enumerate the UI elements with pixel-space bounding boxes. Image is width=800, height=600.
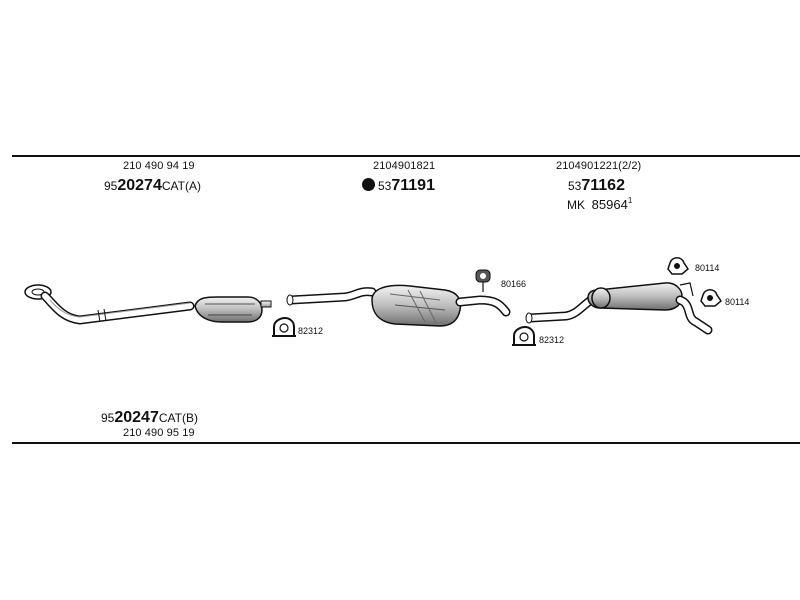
- rubber-hanger-icon: [667, 257, 689, 275]
- part-main: 71162: [581, 177, 625, 194]
- clamp-right-label: 82312: [539, 335, 565, 345]
- catalytic-converter-icon: [194, 296, 272, 323]
- middle-silencer-part-number: 5371191: [362, 178, 435, 194]
- part-suffix: CAT(A): [161, 179, 201, 193]
- pipe-clamp-icon: [512, 325, 536, 346]
- exhaust-front-pipe-icon: [24, 284, 195, 325]
- part-prefix: 95: [104, 179, 118, 193]
- part-prefix: 53: [378, 179, 392, 193]
- mk-label: MK: [567, 198, 585, 212]
- part-main: 20247: [114, 409, 159, 426]
- part-main: 71191: [391, 177, 435, 194]
- rear-silencer-part-number: 5371162: [568, 178, 625, 194]
- alt-front-pipe-part-number: 9520247CAT(B): [101, 410, 198, 426]
- part-prefix: 95: [101, 411, 115, 425]
- hanger-bottom-label: 80114: [725, 297, 750, 307]
- bullet-dot-icon: [362, 178, 375, 191]
- part-main: 20274: [117, 177, 162, 194]
- pipe-clamp-icon: [272, 316, 296, 337]
- middle-silencer-ref-code: 2104901821: [373, 160, 436, 172]
- bottom-divider-line: [12, 442, 800, 444]
- part-prefix: 53: [568, 179, 582, 193]
- rear-silencer-icon: [525, 282, 713, 335]
- hanger-top-label: 80114: [695, 263, 720, 273]
- mk-value: 85964: [591, 197, 628, 212]
- mounting-kit-number: MK 859641: [567, 196, 633, 212]
- front-pipe-part-number: 9520274CAT(A): [104, 178, 201, 194]
- alt-front-pipe-ref-code: 210 490 95 19: [123, 427, 195, 439]
- hanger-mid-label: 80166: [501, 279, 527, 289]
- part-suffix: CAT(B): [158, 411, 198, 425]
- rubber-hanger-icon: [700, 289, 722, 307]
- rear-silencer-ref-code: 2104901221(2/2): [556, 160, 642, 172]
- top-divider-line: [12, 155, 800, 157]
- front-pipe-ref-code: 210 490 94 19: [123, 160, 195, 172]
- rubber-hanger-icon: [475, 269, 491, 292]
- mk-superscript: 1: [627, 196, 633, 205]
- clamp-left-label: 82312: [298, 326, 324, 336]
- middle-silencer-icon: [286, 284, 511, 327]
